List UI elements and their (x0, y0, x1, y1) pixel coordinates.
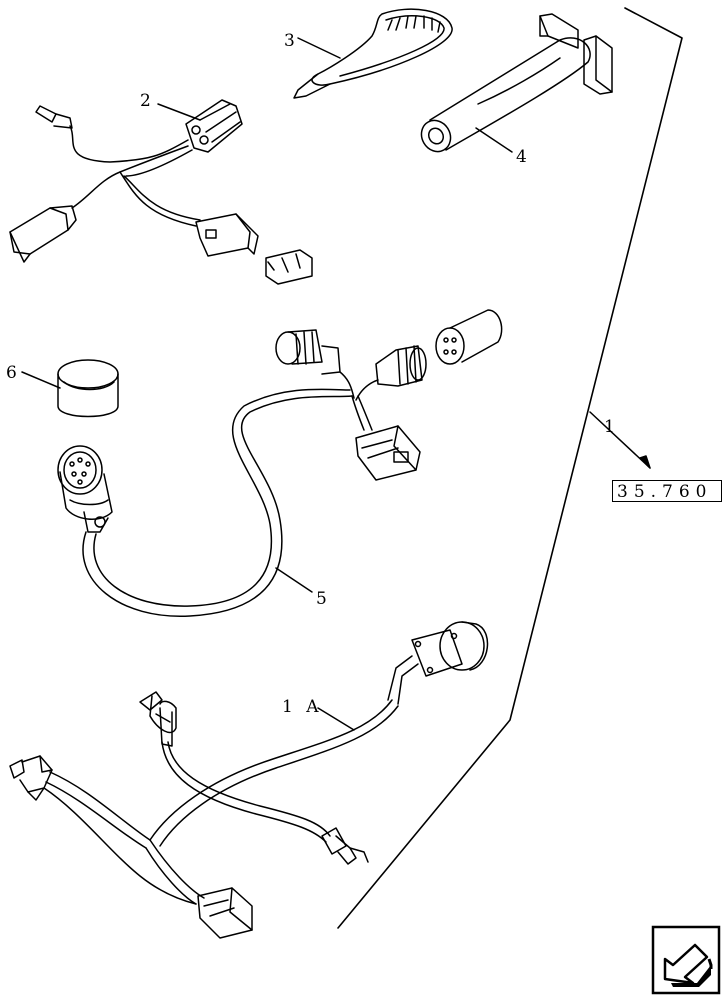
callout-3: 3 (284, 31, 295, 51)
spade-connector-right (321, 827, 369, 865)
round-connector-right (375, 345, 427, 387)
sensor-harness (9, 99, 313, 285)
main-harness (9, 621, 489, 939)
leader-2 (157, 103, 201, 121)
spade-connector-top (139, 691, 177, 747)
round-connector-left (275, 329, 341, 375)
section-reference-box[interactable]: 35.760 (612, 480, 722, 502)
callout-2: 2 (140, 91, 151, 111)
adapter-harness (57, 309, 503, 617)
leader-1a (317, 707, 355, 731)
leader-3 (297, 37, 341, 59)
spade-connector-left (9, 755, 53, 801)
callout-1: 1 (604, 417, 615, 437)
leader-5 (275, 567, 313, 593)
callout-5: 5 (316, 589, 327, 609)
callout-4: 4 (516, 147, 527, 167)
cable-tie (293, 8, 453, 99)
leader-1-arrowhead (639, 455, 651, 469)
protective-sleeve (420, 13, 613, 153)
flat-plug (355, 425, 421, 481)
kit-boundary-line (337, 7, 683, 929)
leader-4 (475, 127, 513, 153)
leader-6 (21, 371, 61, 389)
flat-plug-bottom (197, 887, 253, 939)
dust-cap (57, 359, 119, 418)
back-arrow-icon[interactable] (651, 925, 721, 995)
callout-1a: 1 A (282, 697, 323, 717)
connector-cap (435, 309, 503, 365)
callout-6: 6 (6, 363, 17, 383)
